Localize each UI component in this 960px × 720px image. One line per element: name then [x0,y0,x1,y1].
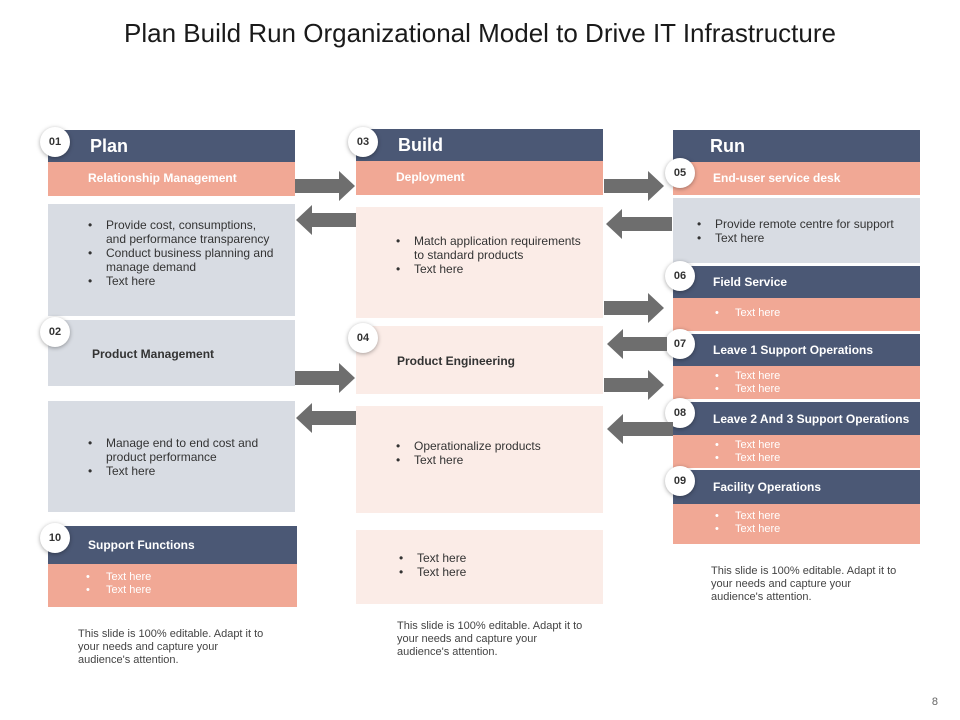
build-bullets-box-3: Text here Text here [356,530,603,604]
facility-label: Facility Operations [713,480,822,494]
arrow-left-icon [606,209,674,239]
arrow-right-icon [604,171,666,201]
list-item: Text here [88,464,275,478]
support-functions-header: Support Functions [48,526,297,564]
leave1-header: Leave 1 Support Operations [673,334,920,366]
badge-01: 01 [40,127,70,157]
list-item: Operationalize products [396,439,583,453]
list-item: Text here [88,274,275,288]
run-bullets-box: Provide remote centre for support Text h… [673,198,920,263]
build-header-label: Build [398,135,443,155]
badge-07: 07 [665,329,695,359]
product-engineering-box: Product Engineering [356,326,603,394]
product-engineering-label: Product Engineering [397,354,516,368]
badge-06: 06 [665,261,695,291]
field-service-label: Field Service [713,275,788,289]
leave1-label: Leave 1 Support Operations [713,343,874,357]
arrow-right-icon [604,293,666,323]
arrow-left-icon [607,329,669,359]
build-subheader: Deployment [356,161,603,195]
list-item: Text here [715,510,910,523]
plan-header: Plan [48,130,295,162]
page-title: Plan Build Run Organizational Model to D… [124,18,836,48]
list-item: Text here [399,565,583,579]
badge-10: 10 [40,523,70,553]
field-service-bullets: Text here [673,298,920,331]
build-header: Build [356,129,603,161]
list-item: Text here [86,571,287,584]
product-management-label: Product Management [92,347,215,361]
arrow-left-icon [607,414,675,444]
run-header-label: Run [710,136,745,156]
leave23-label: Leave 2 And 3 Support Operations [713,411,910,426]
badge-02: 02 [40,317,70,347]
field-service-header: Field Service [673,266,920,298]
plan-header-label: Plan [90,136,129,156]
build-note: This slide is 100% editable. Adapt it to… [397,620,583,658]
plan-note: This slide is 100% editable. Adapt it to… [78,628,264,666]
list-item: Text here [715,370,910,383]
product-management-box: Product Management [48,320,295,386]
list-item: Text here [86,584,287,597]
arrow-right-icon [604,370,666,400]
run-subheader: End-user service desk [673,162,920,195]
list-item: Conduct business planning and manage dem… [88,246,275,274]
list-item: Provide remote centre for support [697,217,910,231]
facility-bullets: Text here Text here [673,504,920,544]
page-number: 8 [931,696,938,708]
list-item: Text here [715,439,910,452]
list-item: Text here [715,383,910,396]
list-item: Text here [396,262,583,276]
leave23-bullets: Text here Text here [673,435,920,468]
arrow-right-icon [295,363,357,393]
leave23-header: Leave 2 And 3 Support Operations [673,402,920,435]
run-note: This slide is 100% editable. Adapt it to… [711,565,897,603]
list-item: Text here [396,453,583,467]
list-item: Text here [697,231,910,245]
list-item: Text here [715,307,910,320]
facility-header: Facility Operations [673,470,920,504]
badge-09: 09 [665,466,695,496]
plan-subheader-label: Relationship Management [88,171,237,185]
run-header: Run [673,130,920,162]
leave1-bullets: Text here Text here [673,366,920,399]
list-item: Text here [715,523,910,536]
support-functions-bullets: Text here Text here [48,564,297,607]
plan-bullets-box-2: Manage end to end cost and product perfo… [48,401,295,512]
list-item: Match application requirements to standa… [396,234,583,262]
build-subheader-label: Deployment [396,170,465,184]
badge-05: 05 [665,158,695,188]
list-item: Manage end to end cost and product perfo… [88,436,275,464]
arrow-left-icon [296,403,358,433]
badge-04: 04 [348,323,378,353]
build-bullets-box-2: Operationalize products Text here [356,406,603,513]
list-item: Provide cost, consumptions, and performa… [88,218,275,246]
run-subheader-label: End-user service desk [713,171,841,185]
plan-bullets-box: Provide cost, consumptions, and performa… [48,204,295,316]
arrow-left-icon [296,205,358,235]
badge-03: 03 [348,127,378,157]
build-bullets-box: Match application requirements to standa… [356,207,603,318]
list-item: Text here [399,551,583,565]
arrow-right-icon [295,171,357,201]
list-item: Text here [715,452,910,465]
plan-subheader: Relationship Management [48,162,295,196]
support-functions-label: Support Functions [88,538,195,552]
